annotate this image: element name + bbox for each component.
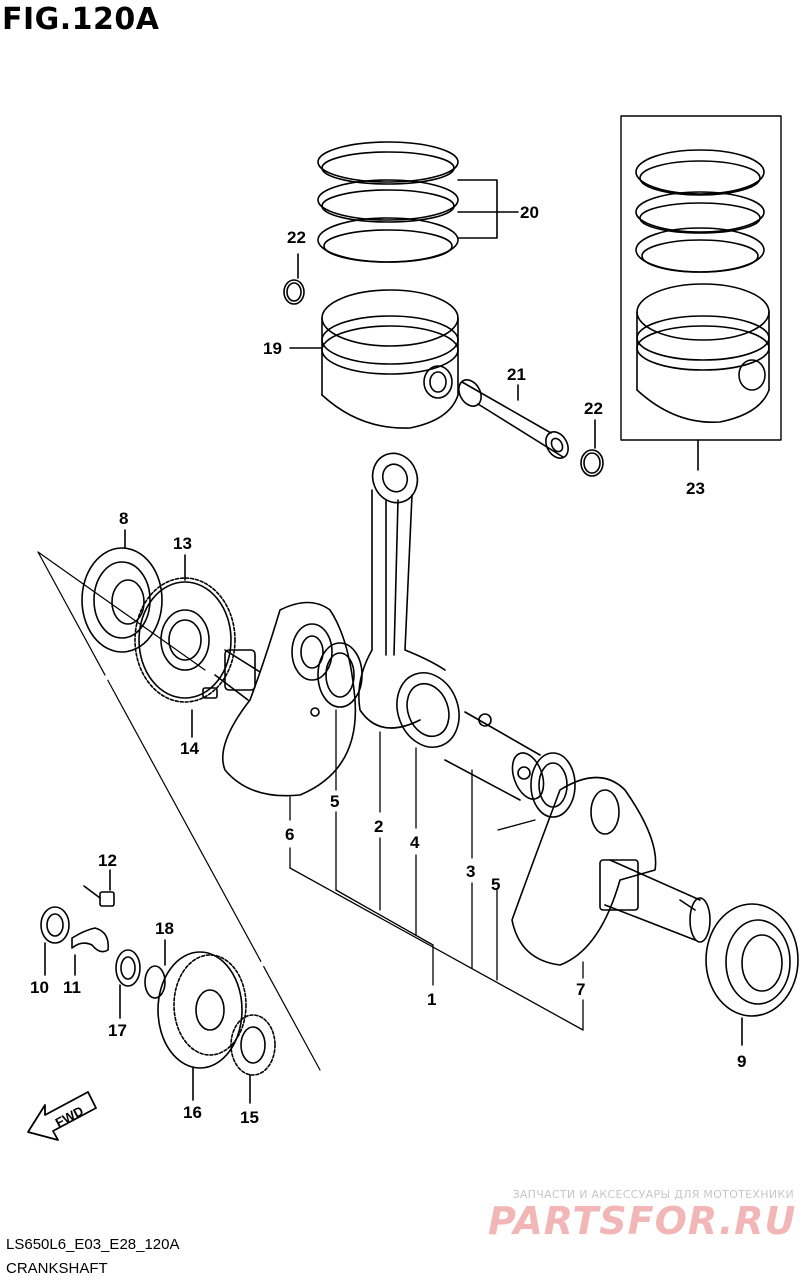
oversize-rings <box>635 149 765 273</box>
fwd-direction-arrow: FWD <box>27 1091 97 1141</box>
callout-5-right: 5 <box>491 875 500 894</box>
cam-drive-gear[interactable] <box>157 951 247 1069</box>
spacer[interactable] <box>144 965 166 999</box>
watermark-brand: PARTSFOR.RU <box>488 1199 797 1243</box>
thrust-washer-left[interactable] <box>317 642 363 708</box>
sprocket[interactable] <box>230 1014 276 1076</box>
needle-bearing[interactable] <box>387 664 469 756</box>
oil-seal[interactable] <box>40 906 70 944</box>
bolt[interactable] <box>83 885 115 907</box>
circlip-left[interactable] <box>283 279 305 305</box>
callout-12: 12 <box>98 851 117 870</box>
piston-ring-set[interactable] <box>317 141 459 263</box>
connecting-rod[interactable] <box>358 447 446 729</box>
callout-2: 2 <box>374 817 383 836</box>
watermark: ЗАПЧАСТИ И АКСЕССУАРЫ ДЛЯ МОТОТЕХНИКИ PA… <box>488 1188 797 1243</box>
callout-8: 8 <box>119 509 128 528</box>
callout-20: 20 <box>520 203 539 222</box>
figure-code: LS650L6_E03_E28_120A <box>6 1236 180 1253</box>
callout-9: 9 <box>737 1052 746 1071</box>
crankshaft-left[interactable] <box>214 601 357 797</box>
callout-21: 21 <box>507 365 526 384</box>
callout-3: 3 <box>466 862 475 881</box>
woodruff-key[interactable] <box>202 687 218 699</box>
callout-16: 16 <box>183 1103 202 1122</box>
piston-pin[interactable] <box>454 376 572 462</box>
figure-title: FIG.120A <box>2 2 160 37</box>
watermark-tagline: ЗАПЧАСТИ И АКСЕССУАРЫ ДЛЯ МОТОТЕХНИКИ <box>512 1188 794 1201</box>
callout-13: 13 <box>173 534 192 553</box>
piston[interactable] <box>321 289 459 429</box>
oversize-piston <box>636 283 770 424</box>
circlip-right[interactable] <box>580 449 604 477</box>
crank-pin[interactable] <box>444 711 549 803</box>
callout-6: 6 <box>285 825 294 844</box>
bearing-right[interactable] <box>705 903 799 1017</box>
oversize-piston-kit-box[interactable] <box>620 115 782 441</box>
callout-5-left: 5 <box>330 792 339 811</box>
retainer-plate[interactable] <box>71 927 110 953</box>
callout-10: 10 <box>30 978 49 997</box>
leader-20 <box>457 179 498 239</box>
primary-drive-gear[interactable] <box>134 577 236 703</box>
bushing[interactable] <box>115 949 141 987</box>
callout-7: 7 <box>576 980 585 999</box>
callout-22-right: 22 <box>584 399 603 418</box>
callout-18: 18 <box>155 919 174 938</box>
callout-23: 23 <box>686 479 705 498</box>
bearing-left[interactable] <box>81 547 163 653</box>
crankshaft-right[interactable] <box>511 776 711 966</box>
callout-17: 17 <box>108 1021 127 1040</box>
callout-1: 1 <box>427 990 436 1009</box>
callout-11: 11 <box>63 978 81 997</box>
callout-14: 14 <box>180 739 199 758</box>
callout-15: 15 <box>240 1108 259 1127</box>
figure-name: CRANKSHAFT <box>6 1260 108 1277</box>
assembly-leaders <box>289 709 584 1031</box>
callout-19: 19 <box>263 339 282 358</box>
callout-4: 4 <box>410 833 420 852</box>
callout-22-left: 22 <box>287 228 306 247</box>
